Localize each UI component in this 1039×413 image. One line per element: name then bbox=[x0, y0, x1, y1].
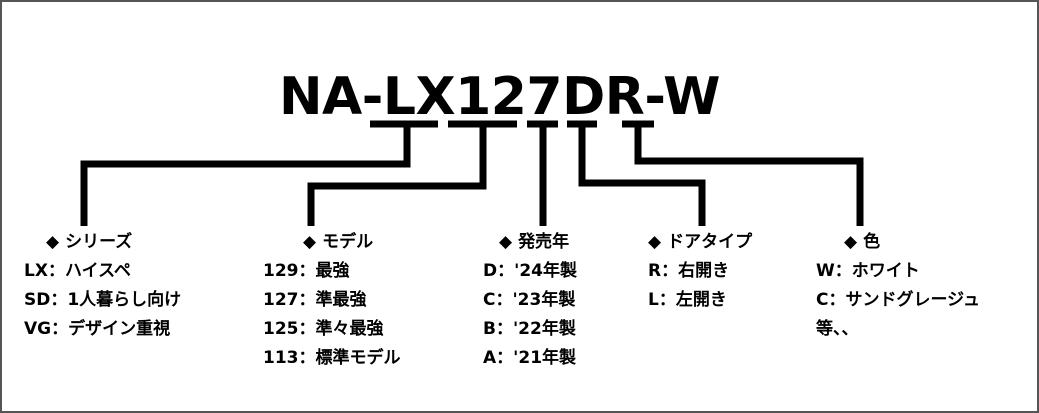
diamond-icon: ◆ bbox=[499, 232, 513, 252]
diamond-icon: ◆ bbox=[844, 232, 858, 252]
group-series-title: シリーズ bbox=[65, 232, 133, 252]
connector-model bbox=[307, 124, 487, 226]
color-item: C：サンドグレージュ bbox=[816, 290, 980, 310]
model-number: NA-LX127DR-W bbox=[279, 67, 720, 127]
connector-color bbox=[634, 124, 864, 226]
door-item: L：左開き bbox=[648, 290, 727, 310]
series-item: LX：ハイスペ bbox=[24, 261, 131, 281]
group-year: ◆発売年 D：'24年製 C：'23年製 B：'22年製 A：'21年製 bbox=[483, 228, 577, 373]
group-model-heading: ◆モデル bbox=[263, 228, 401, 257]
diamond-icon: ◆ bbox=[648, 232, 662, 252]
diamond-icon: ◆ bbox=[46, 232, 60, 252]
model-item: 113：標準モデル bbox=[263, 348, 401, 368]
group-color-title: 色 bbox=[863, 232, 881, 252]
year-item: A：'21年製 bbox=[483, 348, 577, 368]
door-item: R：右開き bbox=[648, 261, 730, 281]
year-item: C：'23年製 bbox=[483, 290, 576, 310]
series-item: SD：1人暮らし向け bbox=[24, 290, 182, 310]
group-series: ◆シリーズ LX：ハイスペ SD：1人暮らし向け VG：デザイン重視 bbox=[24, 228, 181, 344]
group-model: ◆モデル 129：最強 127：準最強 125：準々最強 113：標準モデル bbox=[263, 228, 401, 373]
connector-series bbox=[80, 124, 411, 226]
group-series-heading: ◆シリーズ bbox=[24, 228, 181, 257]
group-model-title: モデル bbox=[322, 232, 374, 252]
group-color: ◆色 W：ホワイト C：サンドグレージュ 等、、 bbox=[816, 228, 980, 344]
series-item: VG：デザイン重視 bbox=[24, 319, 171, 339]
group-year-title: 発売年 bbox=[518, 232, 570, 252]
year-item: B：'22年製 bbox=[483, 319, 576, 339]
group-door-heading: ◆ドアタイプ bbox=[648, 228, 752, 257]
group-year-heading: ◆発売年 bbox=[483, 228, 577, 257]
group-color-heading: ◆色 bbox=[816, 228, 980, 257]
model-item: 129：最強 bbox=[263, 261, 350, 281]
diamond-icon: ◆ bbox=[303, 232, 317, 252]
color-item: 等、、 bbox=[816, 319, 859, 339]
model-item: 125：準々最強 bbox=[263, 319, 384, 339]
year-item: D：'24年製 bbox=[483, 261, 577, 281]
connector-door bbox=[578, 124, 706, 226]
group-door: ◆ドアタイプ R：右開き L：左開き bbox=[648, 228, 752, 315]
model-item: 127：準最強 bbox=[263, 290, 367, 310]
group-door-title: ドアタイプ bbox=[667, 232, 753, 252]
color-item: W：ホワイト bbox=[816, 261, 920, 281]
